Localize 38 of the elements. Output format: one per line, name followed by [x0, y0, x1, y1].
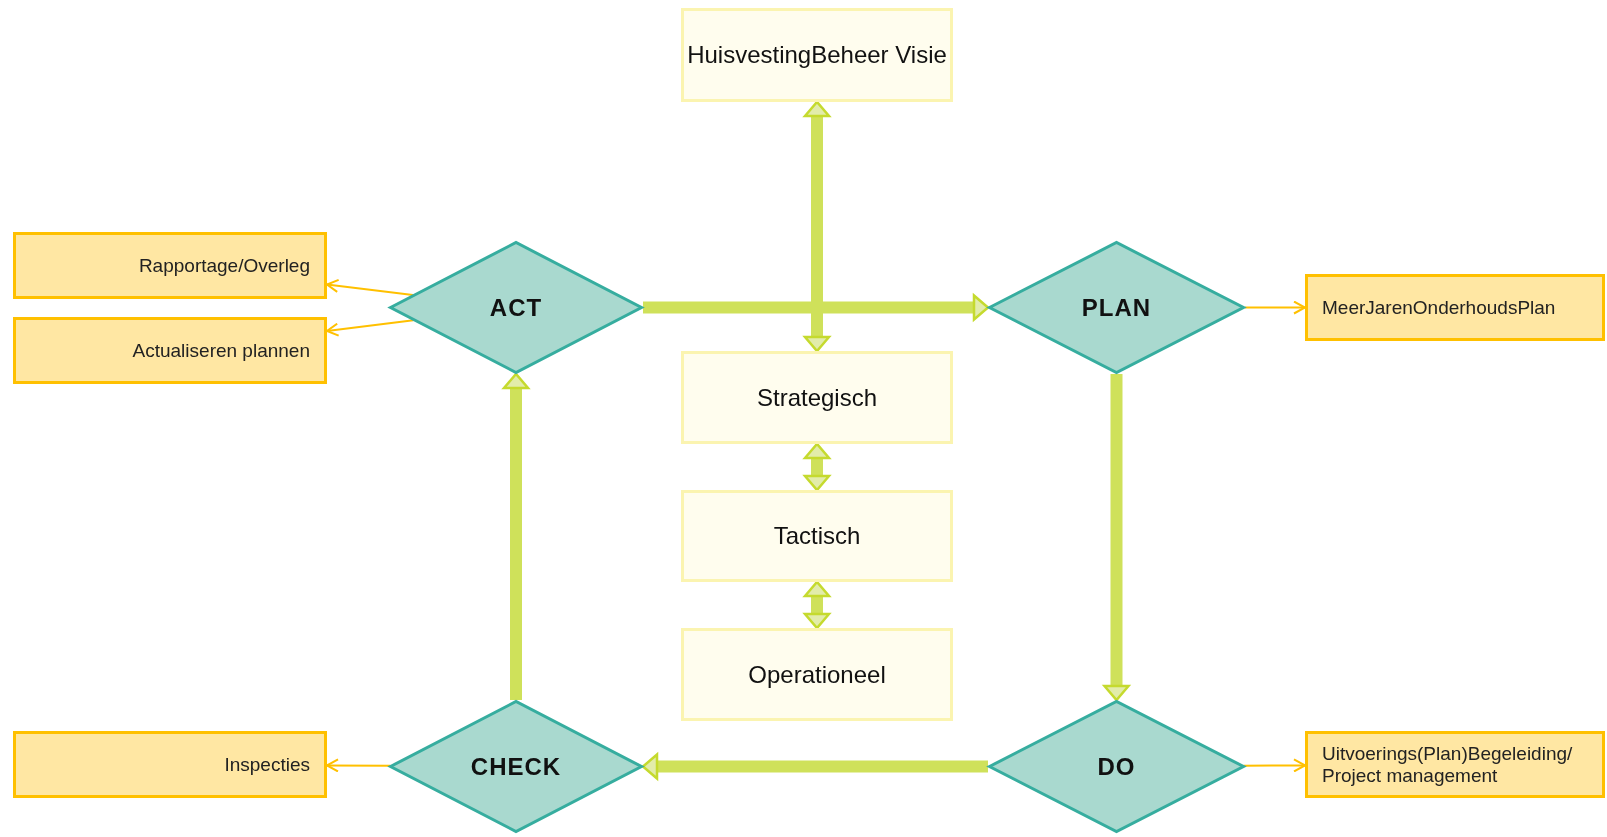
- node-label: Uitvoerings(Plan)Begeleiding/ Project management: [1322, 742, 1574, 787]
- decision-diamond: [988, 700, 1245, 833]
- arrow: [326, 758, 392, 773]
- arrow: [803, 580, 831, 630]
- node-label: HuisvestingBeheer Visie: [687, 40, 947, 70]
- arrow: [641, 753, 988, 780]
- process-box: [1305, 274, 1605, 341]
- arrow: [502, 372, 530, 700]
- process-box: [681, 8, 953, 102]
- arrow: [803, 442, 831, 492]
- process-box: [13, 731, 327, 798]
- node-label: Operationeel: [748, 659, 886, 690]
- process-box: [681, 628, 953, 721]
- arrow: [1244, 300, 1306, 315]
- node-label: Inspecties: [224, 753, 310, 776]
- node-label: Actualiseren plannen: [132, 339, 310, 362]
- arrow: [643, 294, 990, 321]
- process-box: [13, 232, 327, 299]
- process-box: [1305, 731, 1605, 798]
- arrow: [803, 100, 831, 353]
- node-label: ACT: [489, 293, 543, 322]
- arrow: [1242, 758, 1306, 773]
- node-label: MeerJarenOnderhoudsPlan: [1322, 296, 1556, 319]
- arrow: [1103, 374, 1130, 702]
- process-box: [681, 490, 953, 582]
- node-label: Tactisch: [773, 521, 861, 551]
- arrow: [326, 278, 414, 296]
- node-label: CHECK: [470, 752, 562, 781]
- node-label: DO: [1097, 752, 1136, 781]
- node-label: PLAN: [1081, 293, 1152, 322]
- node-label: Strategisch: [756, 382, 878, 413]
- process-box: [13, 317, 327, 384]
- process-box: [681, 351, 953, 444]
- node-label: Rapportage/Overleg: [138, 254, 310, 277]
- decision-diamond: [988, 241, 1245, 374]
- arrow: [326, 319, 415, 337]
- decision-diamond: [389, 241, 643, 374]
- decision-diamond: [389, 700, 643, 833]
